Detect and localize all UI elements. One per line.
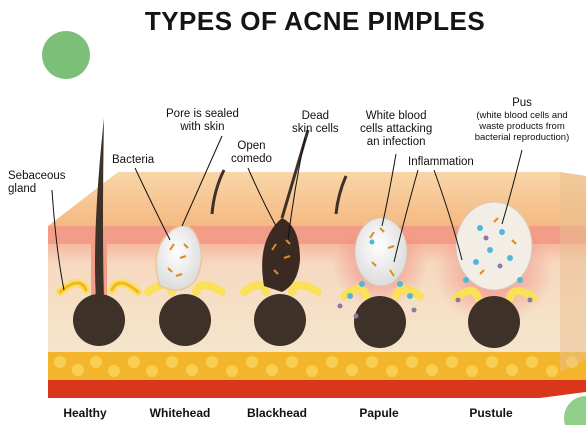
label-inflammation: Inflammation bbox=[408, 156, 474, 169]
stage-label-healthy: Healthy bbox=[40, 406, 130, 420]
label-open-comedo: Opencomedo bbox=[231, 140, 272, 166]
label-pore-sealed: Pore is sealedwith skin bbox=[166, 108, 239, 134]
fat-layer bbox=[48, 352, 586, 380]
stage-label-whitehead: Whitehead bbox=[135, 406, 225, 420]
stage-label-blackhead: Blackhead bbox=[232, 406, 322, 420]
label-bacteria: Bacteria bbox=[112, 154, 154, 167]
label-white-blood-cells: White bloodcells attackingan infection bbox=[360, 110, 432, 149]
page-title: TYPES OF ACNE PIMPLES bbox=[22, 6, 586, 37]
label-sebaceous-gland: Sebaceousgland bbox=[8, 170, 66, 196]
fat-base bbox=[48, 380, 586, 398]
label-pus: Pus (white blood cells and waste product… bbox=[462, 97, 582, 143]
stage-label-papule: Papule bbox=[334, 406, 424, 420]
stage-label-pustule: Pustule bbox=[446, 406, 536, 420]
label-dead-skin-cells: Deadskin cells bbox=[292, 110, 339, 136]
